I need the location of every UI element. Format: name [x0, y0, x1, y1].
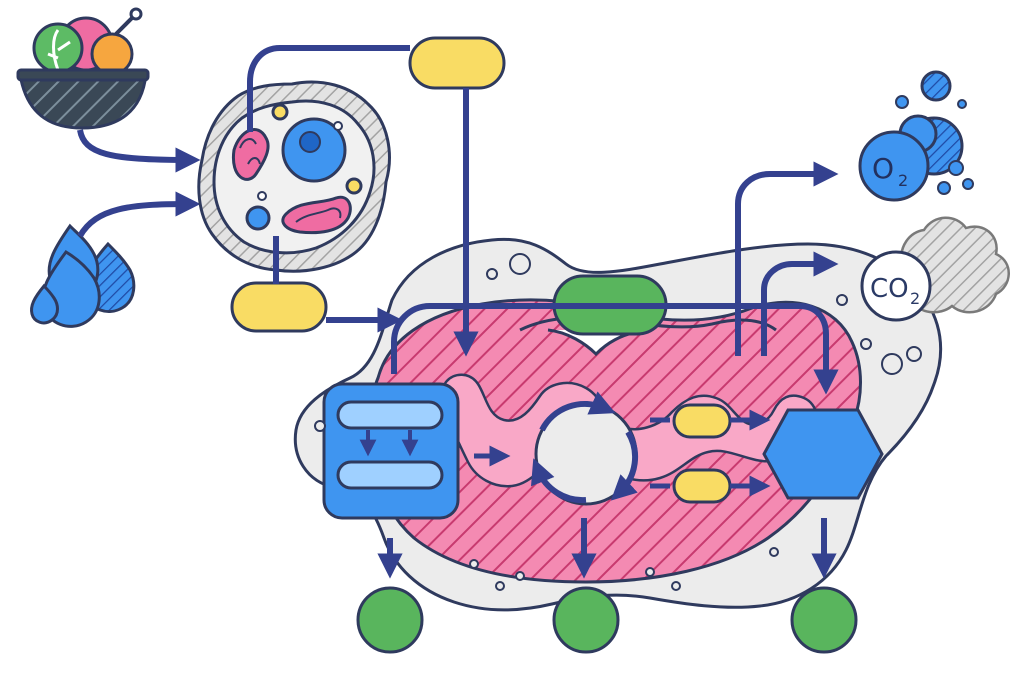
output-circle-center — [552, 586, 620, 654]
output-circle-right — [790, 586, 858, 654]
oxygen-main-bubble — [858, 130, 930, 202]
output-circle-left — [356, 586, 424, 654]
co2-label: CO — [870, 274, 909, 304]
top-arc-pathway — [391, 303, 839, 395]
oxygen-label: O — [872, 152, 894, 185]
water-drops-icon — [30, 223, 136, 328]
cycle-arrows-icon — [531, 391, 639, 506]
inner-yellow-capsule-top — [672, 403, 732, 439]
oxygen-bubbles-icon: O 2 — [858, 70, 974, 202]
food-to-cell-arrow — [77, 129, 201, 173]
food-bowl-icon — [16, 7, 150, 130]
inner-yellow-capsule-bottom — [672, 468, 732, 504]
mito-to-o2-arrow — [735, 161, 839, 356]
top-capsule-to-cell-arrow — [247, 45, 410, 132]
left-yellow-capsule — [230, 281, 328, 333]
cell-illustration — [197, 80, 391, 273]
carbon-dioxide-cloud-icon: CO 2 — [860, 216, 1010, 322]
top-yellow-capsule — [408, 36, 506, 90]
oxygen-subscript: 2 — [898, 171, 908, 190]
co2-subscript: 2 — [910, 289, 920, 308]
blue-hexagon — [762, 408, 884, 500]
water-to-cell-arrow — [77, 191, 201, 238]
mito-to-co2-arrow — [761, 251, 839, 356]
blue-process-box — [322, 382, 460, 520]
